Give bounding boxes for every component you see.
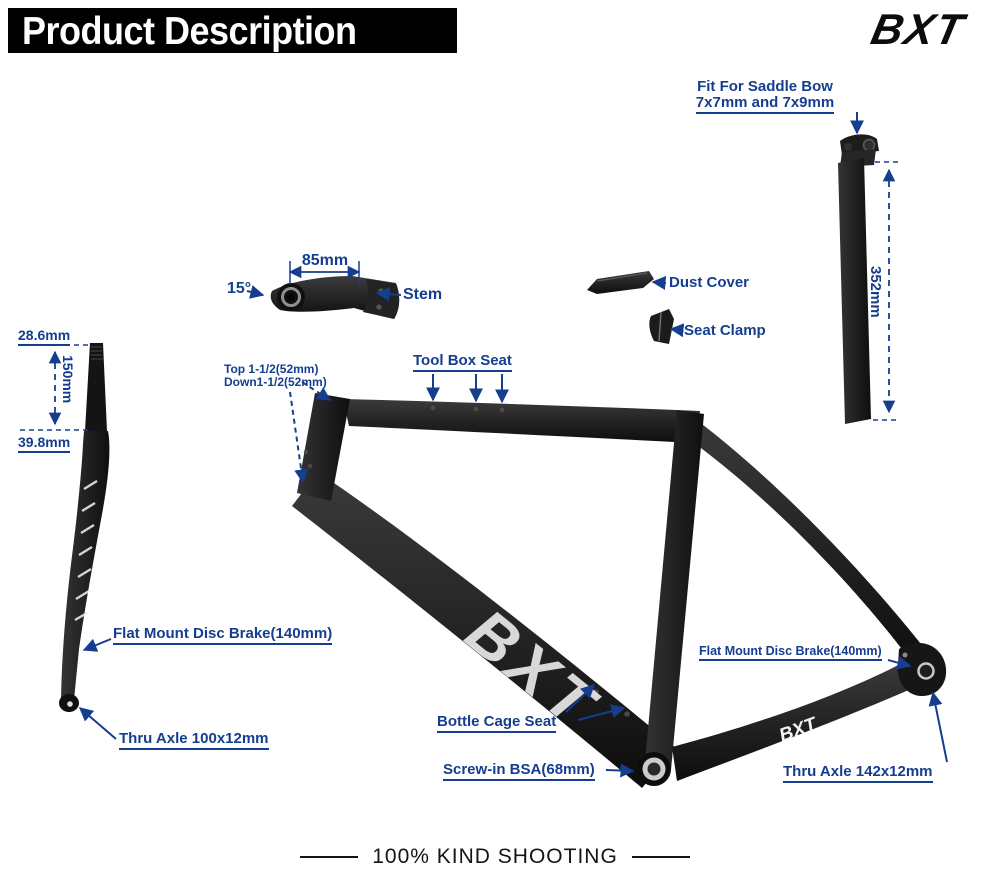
seatpost-measurement	[850, 112, 899, 421]
footer-rule-right	[631, 856, 690, 858]
label-seat-clamp: Seat Clamp	[684, 322, 766, 339]
seat-clamp-body	[649, 309, 674, 344]
frame-seatstay	[683, 415, 928, 669]
bottle-bolt-2	[624, 711, 630, 717]
frame-seattube	[645, 410, 704, 770]
footer: 100% KIND SHOOTING	[0, 845, 990, 869]
toolbox-bolt-1	[430, 405, 436, 411]
bottle-arrow-2	[577, 704, 626, 721]
label-seatpost-length: 352mm	[867, 266, 884, 318]
seatpost-drawing	[838, 134, 879, 424]
label-rear-disc-brake: Flat Mount Disc Brake(140mm)	[699, 644, 882, 662]
fork-blade-graphic	[74, 479, 98, 622]
label-rear-thru-axle: Thru Axle 142x12mm	[783, 763, 933, 784]
label-stem-angle: 15°	[227, 280, 252, 297]
fork-measurements	[20, 344, 92, 431]
toolbox-bolt-2	[473, 406, 479, 412]
stem-clamp-hole	[287, 293, 295, 301]
page-title: Product Description	[22, 7, 357, 53]
label-headset-down: Down1-1/2(52mm)	[224, 375, 327, 389]
fork-blade	[61, 431, 110, 700]
frame-chainstay	[672, 660, 920, 781]
frame-drawing: BXT BXT	[292, 393, 947, 788]
rear-disc-arrow	[887, 655, 912, 670]
steerer-ridges	[91, 346, 103, 360]
footer-caption: 100% KIND SHOOTING	[372, 845, 618, 868]
label-stem: Stem	[403, 286, 443, 303]
label-bsa: Screw-in BSA(68mm)	[443, 761, 595, 782]
label-steerer-length: 150mm	[60, 355, 76, 404]
label-dust-cover: Dust Cover	[669, 274, 750, 291]
seat-clamp-drawing	[649, 309, 674, 344]
dust-cover-drawing	[587, 271, 654, 294]
fork-steerer	[85, 343, 107, 431]
label-stem-length: 85mm	[301, 252, 349, 269]
seatpost-bolt-2	[844, 143, 852, 151]
seatpost-bolt	[862, 138, 876, 152]
label-steerer-top-diameter: 28.6mm	[18, 327, 71, 347]
dust-cover-body	[587, 271, 654, 294]
label-bottle-cage-seat: Bottle Cage Seat	[437, 713, 557, 734]
headset-top-arrow	[301, 381, 332, 401]
headtube-port-2	[307, 463, 313, 469]
headset-arrows	[289, 381, 332, 484]
faceplate-bolt-2	[376, 304, 382, 310]
label-fork-thru-axle: Thru Axle 100x12mm	[119, 730, 269, 751]
bb-shell-center	[647, 762, 661, 776]
fork-drawing	[59, 343, 110, 712]
seatpost-body	[838, 158, 871, 424]
fork-axle-hole	[67, 701, 73, 707]
footer-rule-left	[300, 856, 359, 858]
seat-clamp-slit	[658, 311, 662, 342]
headtube-port-1	[303, 449, 309, 455]
toolbox-arrows	[426, 374, 509, 404]
stem-clamp-ring	[281, 287, 301, 307]
stem-angle-arrow	[246, 285, 265, 299]
rear-axle-hole	[917, 662, 935, 680]
frame-headtube	[297, 393, 350, 501]
dust-cover-edge	[596, 272, 648, 282]
label-saddle-bow-line2-text: 7x7mm and 7x9mm	[695, 94, 835, 114]
bottle-cage-arrows	[565, 684, 626, 721]
fork-axle-arrow	[78, 707, 117, 740]
label-saddle-bow-line1: Fit For Saddle Bow	[697, 78, 833, 95]
frame-toptube	[343, 399, 700, 443]
header-banner: Product Description	[8, 8, 457, 53]
frame-downtube	[292, 472, 676, 788]
bottle-arrow-1	[565, 684, 596, 713]
stem-label-arrow	[375, 287, 402, 302]
dust-cover-arrow	[651, 275, 667, 290]
toolbox-bolt-3	[499, 407, 505, 413]
label-headset-top: Top 1-1/2(52mm)	[224, 362, 319, 376]
rear-axle-arrow	[928, 691, 948, 763]
fork-disc-arrow	[82, 638, 112, 652]
stem-faceplate	[363, 279, 400, 319]
label-steerer-bottom-diameter: 39.8mm	[18, 434, 71, 454]
label-saddle-bow-line2: 7x7mm and 7x9mm	[676, 94, 854, 114]
label-tool-box-seat: Tool Box Seat	[413, 352, 512, 373]
rear-mount-hole	[902, 652, 908, 658]
headset-down-arrow	[289, 391, 309, 484]
label-fork-disc-brake: Flat Mount Disc Brake(140mm)	[113, 625, 333, 646]
stem-measurement	[246, 261, 402, 302]
bsa-arrow	[605, 763, 635, 778]
seat-clamp-arrow	[669, 323, 685, 338]
